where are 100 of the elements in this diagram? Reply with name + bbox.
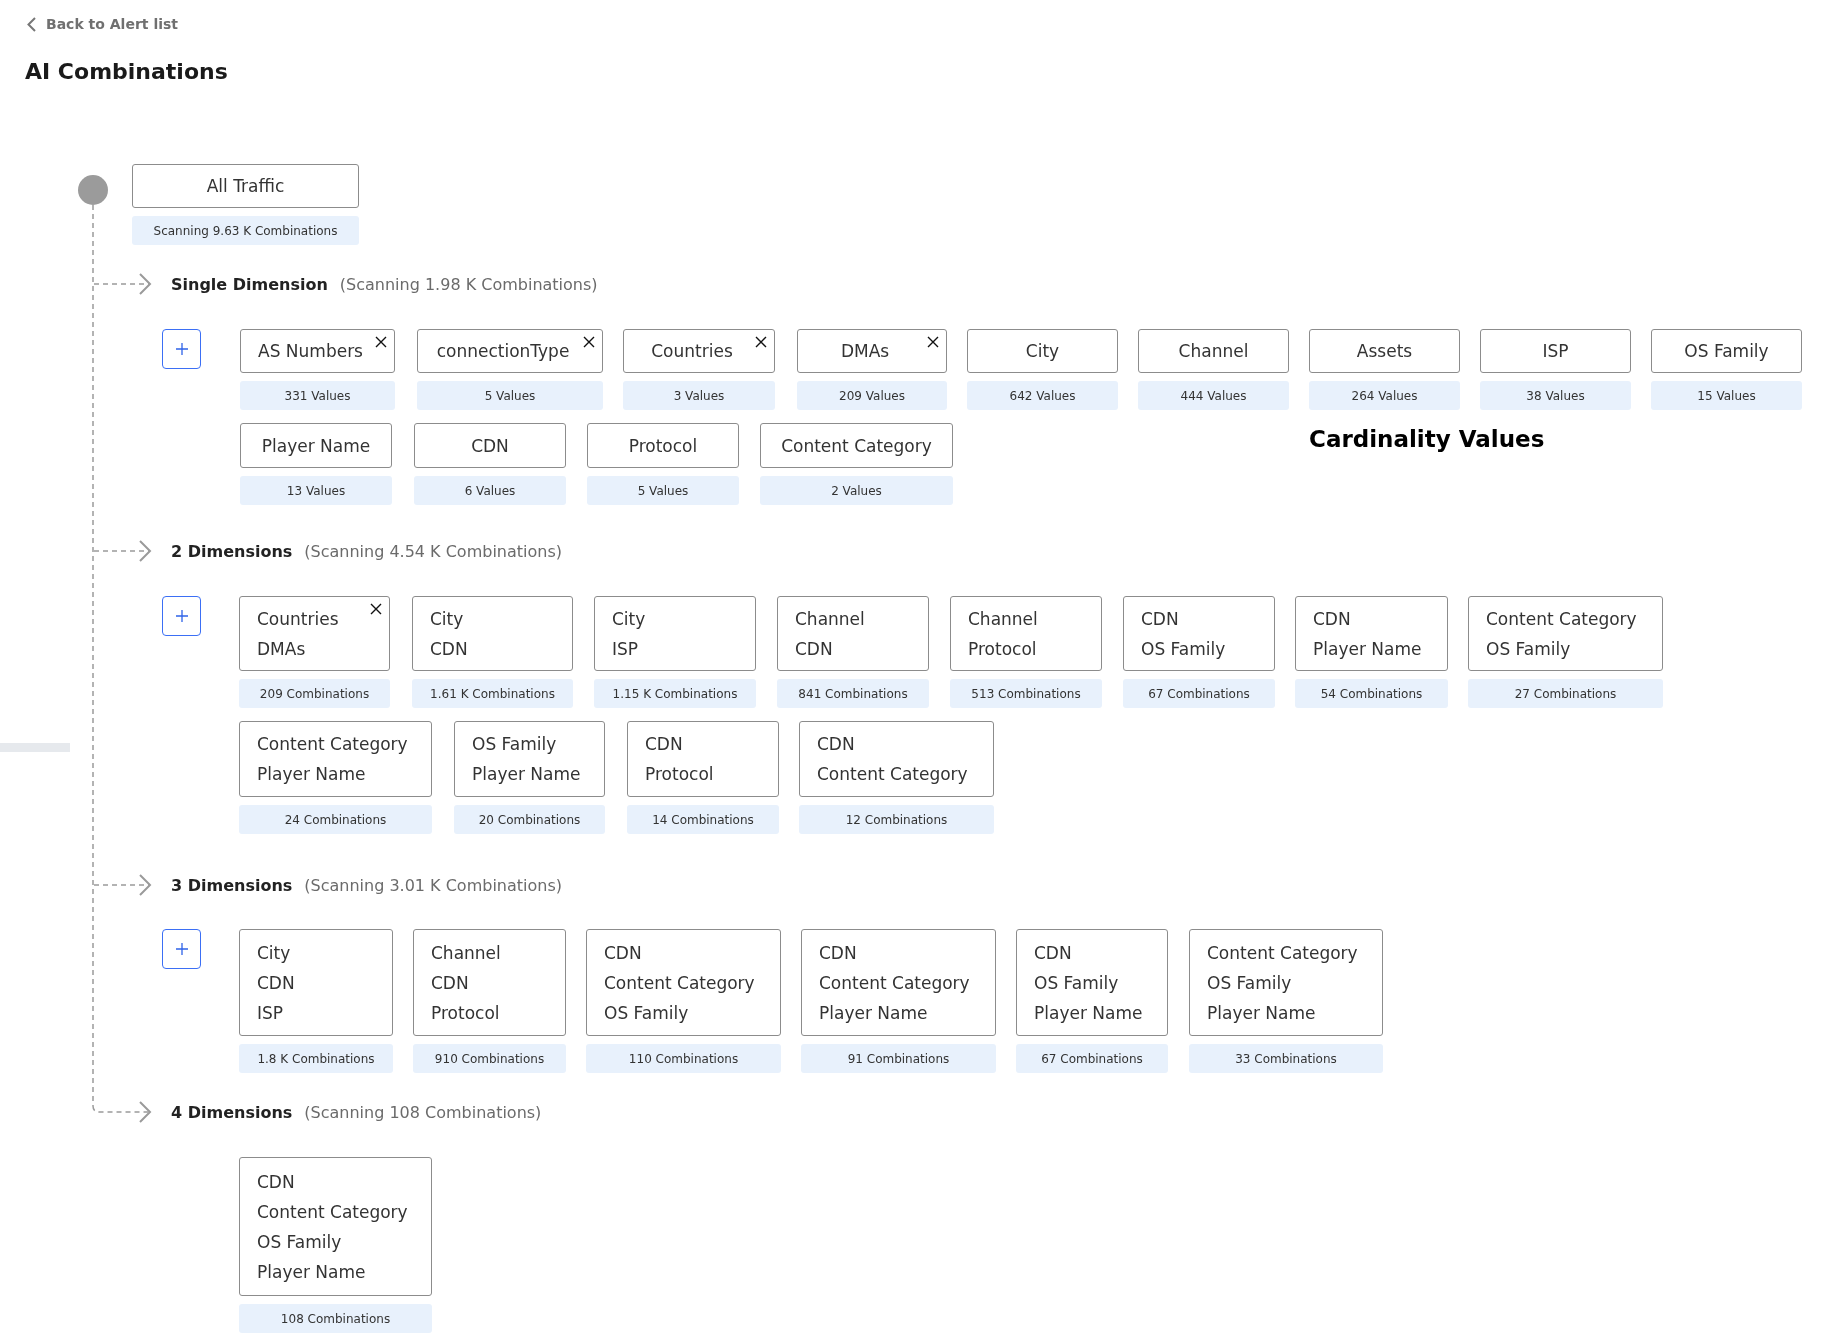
dimension-card: [627, 721, 779, 797]
count-tag: 6 Values: [414, 476, 566, 505]
dimension-card: [594, 596, 756, 671]
dimension-card: [1123, 596, 1275, 671]
back-link: Back to Alert list: [27, 13, 178, 35]
dimension-card: [239, 1157, 432, 1296]
card-label: CDN: [1034, 941, 1072, 965]
count-tag: 2 Values: [760, 476, 953, 505]
dimension-card: [454, 721, 605, 797]
card-label: CDN: [645, 733, 683, 756]
count-tag: 38 Values: [1480, 381, 1631, 410]
count-tag: 33 Combinations: [1189, 1044, 1383, 1073]
card-label: DMAs: [840, 340, 890, 363]
card-label: OS Family: [1207, 971, 1292, 995]
card-label: OS Family: [1141, 637, 1226, 661]
annotation-note: Cardinality Values: [1309, 425, 1545, 454]
count-tag: 209 Values: [797, 381, 947, 410]
section-title: 3 Dimensions: [171, 875, 293, 895]
dimension-card: [1016, 929, 1168, 1036]
dimension-card: [799, 721, 994, 797]
dimension-card: [1468, 596, 1663, 671]
dimension-card: [417, 329, 603, 373]
count-tag: 67 Combinations: [1123, 679, 1275, 708]
dashed-arrow: [92, 1101, 151, 1123]
timeline-dot: [78, 175, 108, 205]
count-tag: 24 Combinations: [239, 805, 432, 834]
count-tag: 110 Combinations: [586, 1044, 781, 1073]
card-label: Content Category: [604, 971, 755, 995]
dashed-arrow: [93, 273, 151, 295]
count-tag: 513 Combinations: [950, 679, 1102, 708]
card-label: City: [612, 607, 646, 631]
count-tag: 264 Values: [1309, 381, 1460, 410]
dimension-card: [240, 423, 392, 468]
card-label: CDN: [257, 971, 295, 995]
dimension-card: [413, 929, 566, 1036]
dimension-card: [412, 596, 573, 671]
card-label: ISP: [257, 1001, 284, 1025]
card-label: Player Name: [472, 763, 581, 786]
count-tag: 910 Combinations: [413, 1044, 566, 1073]
section-title: 4 Dimensions: [171, 1102, 293, 1122]
card-label: Content Category: [817, 763, 968, 786]
dimension-card: [1138, 329, 1289, 373]
card-label: CDN: [795, 637, 833, 661]
card-label: OS Family: [604, 1001, 689, 1025]
card-label: City: [430, 607, 464, 631]
dimension-card: [586, 929, 781, 1036]
card-label: Content Category: [781, 434, 932, 458]
card-label: CDN: [431, 971, 469, 995]
count-tag: 20 Combinations: [454, 805, 605, 834]
card-label: OS Family: [1034, 971, 1119, 995]
card-label: Content Category: [1207, 941, 1358, 965]
dimension-card: [1480, 329, 1631, 373]
card-label: Channel: [1178, 340, 1249, 363]
count-tag: 5 Values: [587, 476, 739, 505]
dimension-card: [950, 596, 1102, 671]
dimension-card: [239, 596, 390, 671]
traffic-card: [132, 164, 359, 208]
count-tag: 54 Combinations: [1295, 679, 1448, 708]
count-tag: 209 Combinations: [239, 679, 390, 708]
card-label: City: [257, 941, 291, 965]
card-label: Channel: [431, 941, 501, 965]
scan-count: (Scanning 4.54 K Combinations): [304, 541, 562, 561]
dimension-card: [801, 929, 996, 1036]
dimension-card: [1295, 596, 1448, 671]
card-label: Channel: [968, 607, 1038, 631]
card-label: ISP: [612, 637, 639, 661]
dimension-card: [967, 329, 1118, 373]
count-tag: 444 Values: [1138, 381, 1289, 410]
card-label: CDN: [1141, 607, 1179, 631]
card-label: CDN: [604, 941, 642, 965]
card-label: Protocol: [431, 1001, 500, 1025]
count-tag: 1.61 K Combinations: [412, 679, 573, 708]
count-tag: 5 Values: [417, 381, 603, 410]
dimension-card: [239, 929, 393, 1036]
card-label: Player Name: [1313, 637, 1422, 661]
card-label: Content Category: [257, 1200, 408, 1224]
card-label: CDN: [817, 733, 855, 756]
dashed-arrow: [93, 874, 151, 896]
card-label: Protocol: [628, 434, 698, 458]
card-label: Content Category: [1486, 607, 1637, 631]
card-label: connectionType: [436, 340, 570, 363]
count-tag: 1.15 K Combinations: [594, 679, 756, 708]
dimension-card: [760, 423, 953, 468]
card-label: OS Family: [1486, 637, 1571, 661]
dimension-card: [587, 423, 739, 468]
card-label: Content Category: [257, 733, 408, 756]
count-tag: 3 Values: [623, 381, 775, 410]
count-tag: 108 Combinations: [239, 1304, 432, 1333]
card-label: CDN: [819, 941, 857, 965]
dimension-card: [1651, 329, 1802, 373]
scan-count: (Scanning 1.98 K Combinations): [339, 274, 598, 294]
card-label: City: [1025, 340, 1060, 363]
dimension-card: [239, 721, 432, 797]
scan-count: (Scanning 108 Combinations): [304, 1102, 542, 1122]
count-tag: 13 Values: [240, 476, 392, 505]
card-label: CDN: [471, 434, 509, 458]
section-title: Single Dimension: [171, 274, 328, 294]
card-label: CDN: [257, 1170, 295, 1194]
count-tag: 1.8 K Combinations: [239, 1044, 393, 1073]
card-label: Channel: [795, 607, 865, 631]
